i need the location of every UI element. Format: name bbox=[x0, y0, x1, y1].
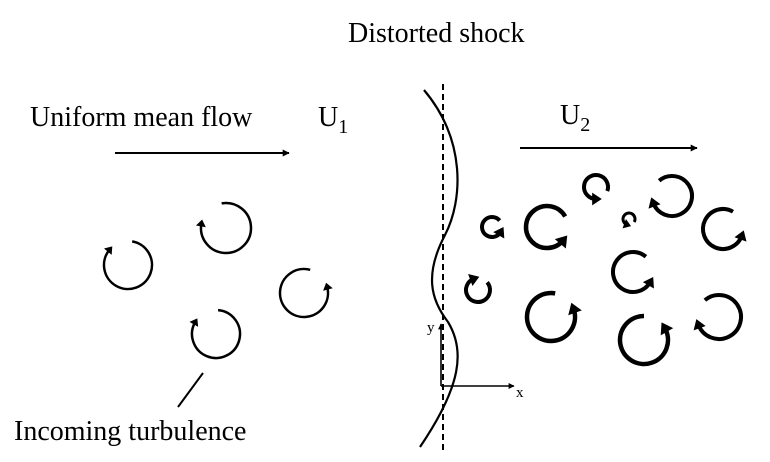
distorted-shock-curve bbox=[419, 89, 459, 448]
eddy-arc-15 bbox=[696, 293, 743, 341]
eddy-arrowhead-icon bbox=[622, 218, 632, 229]
eddy-arrowhead-icon bbox=[189, 318, 199, 327]
eddy-arc-12 bbox=[524, 290, 578, 344]
eddy-arrowhead-icon bbox=[323, 282, 333, 291]
eddy-arrowhead-icon bbox=[660, 322, 674, 336]
u1-label: U1 bbox=[318, 102, 349, 138]
eddy-arc-7 bbox=[582, 173, 610, 201]
eddy-arc-2 bbox=[199, 201, 253, 255]
eddy-arc-11 bbox=[464, 276, 492, 304]
eddy-group bbox=[102, 173, 747, 367]
eddy-arrowhead-icon bbox=[592, 192, 602, 206]
turbulence-leader-line bbox=[177, 372, 204, 408]
y-axis-label: y bbox=[427, 320, 435, 336]
eddy-arrowhead-icon bbox=[493, 227, 505, 239]
eddy-arrowhead-icon bbox=[648, 197, 661, 209]
eddy-arrowhead-icon bbox=[195, 219, 206, 228]
eddy-arc-8 bbox=[621, 211, 637, 227]
eddy-arc-1 bbox=[102, 240, 154, 291]
u2-label: U2 bbox=[560, 100, 591, 136]
eddy-arc-5 bbox=[480, 215, 503, 239]
eddy-arrowhead-icon bbox=[642, 277, 654, 289]
eddy-arrowhead-icon bbox=[568, 302, 582, 316]
eddy-arrowhead-icon bbox=[734, 230, 747, 242]
eddy-arc-3 bbox=[278, 267, 330, 319]
incoming-turbulence-label: Incoming turbulence bbox=[14, 416, 247, 447]
eddy-arrowhead-icon bbox=[693, 319, 706, 331]
eddy-arc-9 bbox=[651, 174, 694, 218]
eddy-arc-14 bbox=[617, 313, 671, 367]
x-axis-label: x bbox=[516, 385, 524, 401]
uniform-mean-flow-label: Uniform mean flow bbox=[30, 102, 253, 133]
eddy-arc-10 bbox=[701, 207, 744, 251]
eddy-arrowhead-icon bbox=[468, 274, 480, 287]
eddy-arc-4 bbox=[190, 308, 242, 360]
eddy-arrowhead-icon bbox=[554, 235, 568, 249]
eddy-arc-13 bbox=[611, 250, 653, 294]
eddy-arc-6 bbox=[523, 203, 568, 251]
eddy-arrowhead-icon bbox=[103, 246, 113, 255]
diagram-title: Distorted shock bbox=[348, 18, 525, 49]
